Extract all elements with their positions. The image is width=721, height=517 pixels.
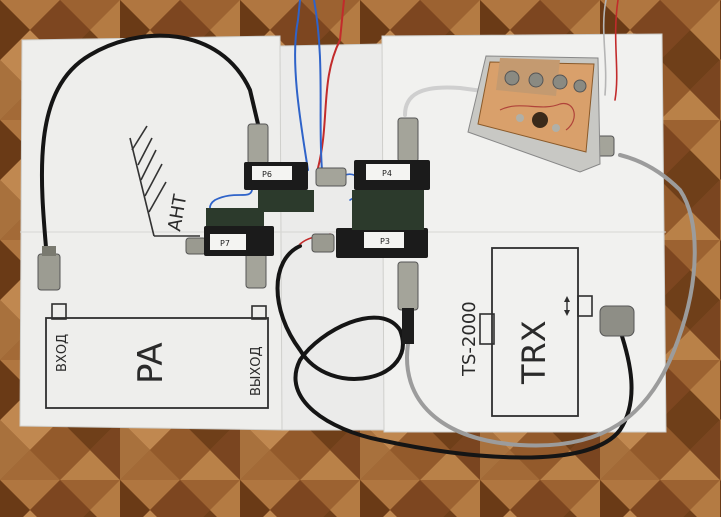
grey-trx-cable <box>405 153 697 448</box>
grey-ant-cable <box>403 85 492 117</box>
relay-p7 <box>204 208 274 256</box>
trx-angle-connector <box>599 305 635 337</box>
trx-connector <box>397 261 419 311</box>
grey-wire-2 <box>602 0 607 96</box>
pa-input-connector <box>37 253 61 291</box>
relay-p6-label: P6 <box>262 170 272 179</box>
ant-connector-top <box>247 123 269 165</box>
red-wire-2 <box>614 0 619 101</box>
pa-output-connector <box>245 251 267 289</box>
pa-output-label: ВЫХОД <box>249 346 264 396</box>
trx-model-label: TS-2000 <box>459 301 480 377</box>
relay-p4-label: P4 <box>382 169 392 178</box>
amplifier-pcb-module <box>467 55 601 173</box>
relay-p3 <box>336 208 428 258</box>
pa-title: PA <box>131 342 171 384</box>
long-black-cable <box>275 244 634 460</box>
antenna-sketch <box>129 125 200 237</box>
blue-wire-2 <box>313 0 323 171</box>
relay-p7-label: P7 <box>220 239 230 248</box>
p7-side-connector <box>185 237 207 255</box>
blue-wire <box>294 0 309 171</box>
pa-block <box>45 303 269 409</box>
trx-block <box>479 247 593 417</box>
pa-input-cable <box>39 33 260 272</box>
relay-p6 <box>244 162 314 212</box>
relay-p3-label: P3 <box>380 237 390 246</box>
p3-side-connector <box>311 233 335 253</box>
relay-out-connector <box>397 117 419 163</box>
cables <box>39 0 697 460</box>
pa-input-label: ВХОД <box>55 334 70 372</box>
middle-connector <box>315 167 347 187</box>
trx-title: TRX <box>515 320 553 385</box>
